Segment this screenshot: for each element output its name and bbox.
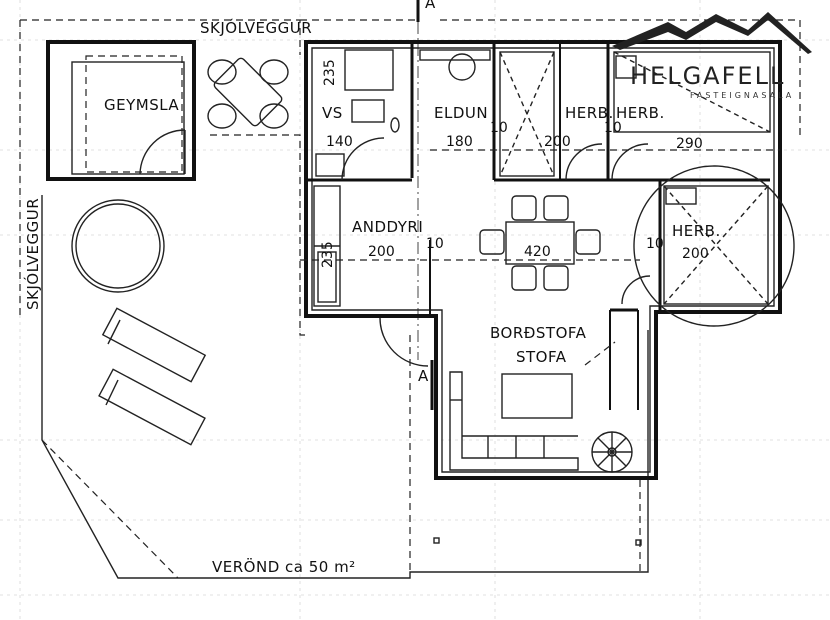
house-walls (304, 40, 782, 480)
dim-10-d: 10 (646, 236, 664, 252)
spiral-stair (591, 431, 633, 473)
logo-name: HELGAFELL (630, 62, 785, 90)
door-swings (341, 137, 651, 367)
logo-tagline: FASTEIGNASALA (690, 91, 794, 100)
dim-10-b: 10 (604, 120, 622, 136)
bathroom-label: VS (322, 104, 343, 122)
terrace-dashed-edge (41, 335, 641, 579)
helgafell-logo: HELGAFELL FASTEIGNASALA (612, 12, 812, 100)
storage-label: GEYMSLA (104, 96, 179, 114)
dim-200-bedroom: 200 (682, 246, 709, 262)
step-marker-1 (433, 537, 440, 544)
bedroom-beds-1 (499, 51, 555, 177)
hot-tub-outer (71, 199, 165, 293)
stair-arrow (584, 341, 616, 366)
dim-420: 420 (524, 244, 551, 260)
hot-tub-inner (75, 203, 161, 289)
step-marker-2 (635, 539, 642, 546)
bedroom-1-label: HERB. (565, 104, 614, 122)
dim-10-c: 10 (426, 236, 444, 252)
dim-235-top: 235 (322, 59, 338, 86)
bedroom-beds-3 (633, 165, 795, 327)
shelter-wall-top (20, 19, 801, 140)
shelter-wall-top-label: SKJÓLVEGGUR (200, 18, 312, 37)
section-marker-top: A (425, 0, 436, 12)
entrance-label: ANDDYRI (352, 218, 423, 236)
interior-partitions (306, 44, 770, 410)
dining-label: BORÐSTOFA (490, 324, 587, 342)
entry-wardrobe (313, 185, 341, 307)
patio-dashed (210, 134, 308, 336)
storage-inner (71, 61, 185, 175)
section-marker-bottom: A (418, 367, 429, 385)
storage-door-swing (139, 129, 186, 175)
section-line-a (416, 0, 434, 410)
sun-lounger-2 (98, 368, 206, 446)
dim-200-a: 200 (544, 134, 571, 150)
dim-140: 140 (326, 134, 353, 150)
bedroom-beds-2 (613, 51, 771, 133)
dim-235-left: 235 (320, 241, 336, 268)
shelter-wall-left-label: SKJÓLVEGGUR (23, 198, 42, 310)
patio-table (207, 57, 289, 129)
living-sofa (449, 371, 579, 471)
dim-200-entrance: 200 (368, 244, 395, 260)
dining-set (479, 195, 601, 291)
bedroom-2-label: HERB. (616, 104, 665, 122)
sun-lounger-1 (101, 307, 207, 383)
kitchen-label: ELDUN (434, 104, 488, 122)
bedroom-3-label: HERB. (672, 222, 721, 240)
kitchen-fixtures (419, 49, 491, 81)
storage-walls (46, 40, 196, 181)
terrace-label: VERÖND ca 50 m² (212, 557, 356, 576)
mountain-logo-icon (612, 12, 812, 54)
terrace-outline (41, 195, 649, 579)
dim-10-a: 10 (490, 120, 508, 136)
dim-290: 290 (676, 136, 703, 152)
dim-180: 180 (446, 134, 473, 150)
storage-dashed (85, 55, 183, 173)
dimension-lines (300, 149, 780, 261)
living-label: STOFA (516, 348, 567, 366)
